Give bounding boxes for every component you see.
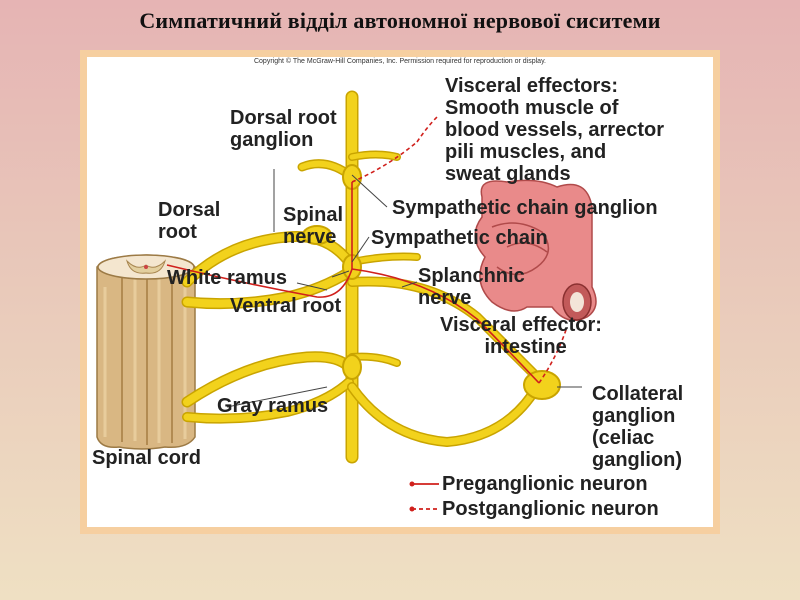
- label-white-ramus: White ramus: [167, 267, 288, 289]
- label-splanchnic-nerve: Splanchnic nerve: [418, 265, 525, 309]
- spinal-cord-illustration: [96, 254, 196, 450]
- copyright-notice: Copyright © The McGraw-Hill Companies, I…: [253, 58, 546, 65]
- nerve-pathways: [181, 90, 561, 464]
- legend-solid-dot: [409, 481, 415, 487]
- label-ventral-root: Ventral root: [230, 295, 342, 317]
- label-sympathetic-chain: Sympathetic chain: [371, 227, 548, 249]
- sympathetic-diagram: Copyright © The McGraw-Hill Companies, I…: [87, 57, 713, 527]
- legend-dashed-dot: [409, 506, 415, 512]
- diagram-artwork: [96, 90, 597, 512]
- label-spinal-nerve: Spinal nerve: [283, 204, 344, 248]
- legend-preganglionic: Preganglionic neuron: [442, 473, 648, 495]
- label-dorsal-root: Dorsal root: [158, 199, 221, 243]
- label-visceral-effector-intestine: Visceral effector: intestine: [440, 314, 602, 358]
- label-sympathetic-chain-ganglion: Sympathetic chain ganglion: [392, 197, 658, 219]
- label-spinal-cord: Spinal cord: [92, 447, 201, 469]
- legend-marks: [409, 481, 439, 512]
- intestine-illustration: [474, 179, 597, 322]
- label-gray-ramus: Gray ramus: [217, 395, 329, 417]
- label-visceral-effectors: Visceral effectors: Smooth muscle of blo…: [445, 75, 664, 185]
- label-dorsal-root-ganglion: Dorsal root ganglion: [230, 107, 337, 151]
- label-leaders: [226, 169, 582, 408]
- neuron-paths: [166, 116, 568, 384]
- label-collateral-ganglion: Collateral ganglion (celiac ganglion): [592, 383, 684, 471]
- slide-title: Симпатичний відділ автономної нервової с…: [139, 8, 661, 33]
- legend-postganglionic: Postganglionic neuron: [442, 498, 659, 520]
